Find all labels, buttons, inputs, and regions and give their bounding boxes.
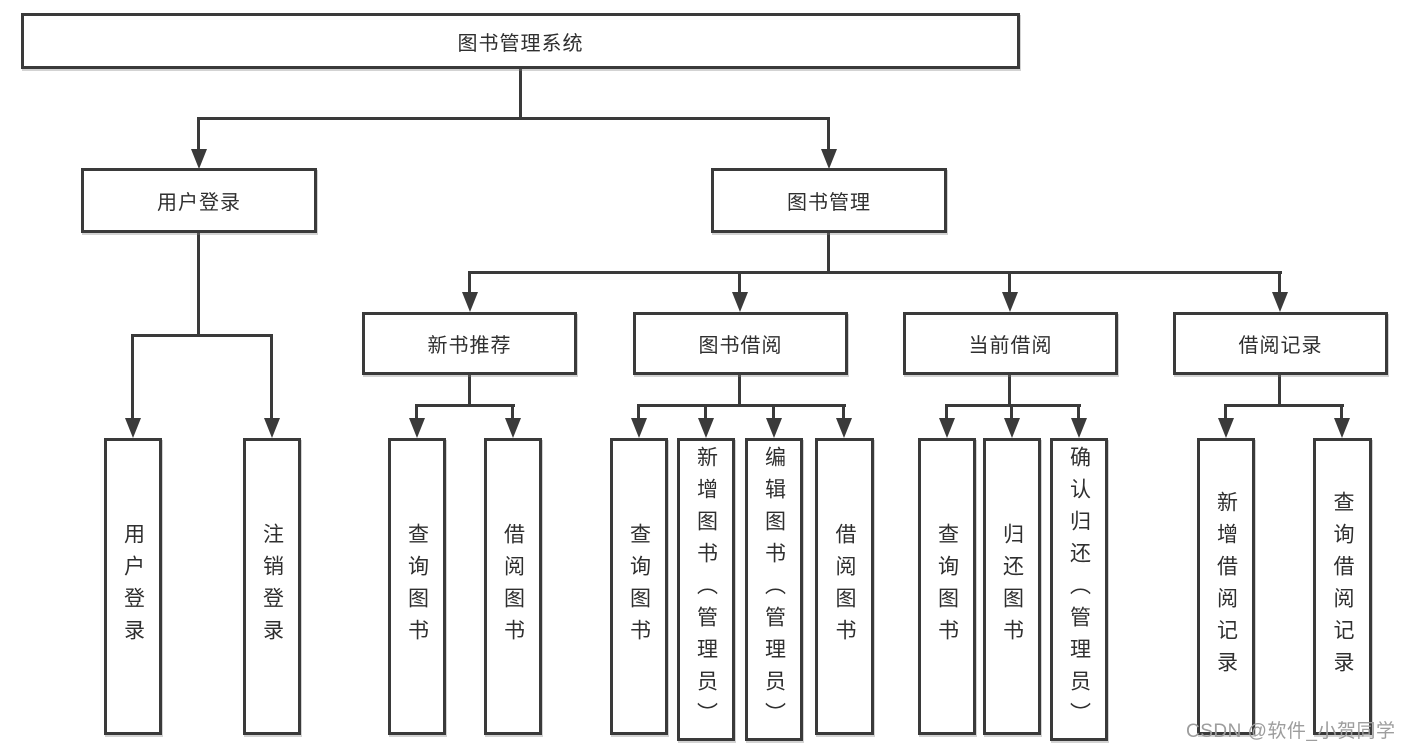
arrowhead-borrow-records [1272,292,1288,312]
arrowhead-book-mgmt [821,149,837,169]
connector-drop-g2-query [637,404,640,422]
leaf-borrow-book-recommend-label: 借阅图书 [501,522,525,651]
leaf-user-login-label: 用户登录 [121,522,145,651]
leaf-add-borrow-record-label: 新增借阅记录 [1214,490,1238,683]
node-new-book-recommend-label: 新书推荐 [427,335,512,357]
leaf-logout-login: 注销登录 [243,438,301,735]
connector-level1-rail [197,117,830,120]
leaf-add-book-admin-label: 新增图书（管理员） [694,445,718,734]
leaf-query-book-recommend: 查询图书 [388,438,446,735]
node-new-book-recommend: 新书推荐 [362,312,577,375]
leaf-borrow-book-borrowing-label: 借阅图书 [833,522,856,651]
arrowhead-g3-confirm [1071,418,1087,438]
connector-drop-g1-query [415,404,418,422]
connector-drop-g4-query [1340,404,1343,422]
watermark-text: CSDN @软件_小贺同学 [1186,721,1396,742]
leaf-logout-login-label: 注销登录 [260,522,284,651]
node-current-borrowing: 当前借阅 [903,312,1118,375]
leaf-query-borrow-record: 查询借阅记录 [1313,438,1372,735]
arrowhead-g2-add [698,418,714,438]
arrowhead-g3-return [1004,418,1020,438]
node-book-borrowing: 图书借阅 [633,312,848,375]
connector-drop-g3-return [1010,404,1013,422]
connector-g2-rail [637,404,846,407]
arrowhead-leaf-logout [264,418,280,438]
leaf-query-book-current: 查询图书 [918,438,976,735]
leaf-confirm-return-admin: 确认归还（管理员） [1050,438,1108,741]
arrowhead-leaf-login [125,418,141,438]
node-user-login-label: 用户登录 [157,192,241,214]
connector-user-login-rail [131,334,273,337]
connector-drop-new-book [468,271,471,297]
node-user-login: 用户登录 [81,168,317,233]
leaf-edit-book-admin: 编辑图书（管理员） [745,438,803,741]
arrowhead-book-borrow [732,292,748,312]
connector-drop-g3-confirm [1077,404,1080,422]
connector-g1-rail [415,404,515,407]
connector-drop-leaf-logout [270,334,273,422]
connector-level3-rail [468,271,1282,274]
connector-g1-stem [468,375,471,406]
connector-drop-g2-edit [772,404,775,422]
leaf-confirm-return-admin-label: 确认归还（管理员） [1067,445,1091,734]
connector-drop-g2-add [704,404,707,422]
connector-drop-g2-borrow [842,404,845,422]
connector-drop-leaf-login [131,334,134,422]
connector-drop-borrow-records [1278,271,1281,297]
connector-user-login-stem [197,233,200,336]
leaf-edit-book-admin-label: 编辑图书（管理员） [762,445,786,734]
node-book-management-label: 图书管理 [787,192,871,214]
arrowhead-user-login [191,149,207,169]
connector-g3-stem [1008,375,1011,406]
connector-drop-user-login [197,117,200,153]
arrowhead-g2-query [631,418,647,438]
node-root-library-system: 图书管理系统 [21,13,1020,69]
arrowhead-g4-query [1334,418,1350,438]
leaf-query-book-current-label: 查询图书 [935,522,959,651]
node-root-label: 图书管理系统 [457,32,584,55]
leaf-query-book-recommend-label: 查询图书 [405,522,429,651]
connector-drop-current-borrow [1008,271,1011,297]
leaf-borrow-book-borrowing: 借阅图书 [815,438,874,735]
leaf-query-borrow-record-label: 查询借阅记录 [1331,490,1354,683]
node-book-borrowing-label: 图书借阅 [698,335,783,357]
watermark: CSDN @软件_小贺同学 [1186,716,1395,743]
arrowhead-new-book [462,292,478,312]
arrowhead-g1-borrow [505,418,521,438]
arrowhead-g1-query [409,418,425,438]
node-borrow-records: 借阅记录 [1173,312,1388,375]
node-borrow-records-label: 借阅记录 [1238,335,1323,357]
leaf-return-book-label: 归还图书 [1000,522,1024,651]
arrowhead-current-borrow [1002,292,1018,312]
leaf-query-book-borrowing-label: 查询图书 [627,522,651,651]
leaf-borrow-book-recommend: 借阅图书 [484,438,542,735]
connector-drop-g1-borrow [511,404,514,422]
connector-root-stem [519,69,522,119]
leaf-query-book-borrowing: 查询图书 [610,438,668,735]
connector-drop-book-mgmt [827,117,830,153]
connector-drop-g4-add [1224,404,1227,422]
connector-book-mgmt-stem [827,233,830,274]
leaf-add-book-admin: 新增图书（管理员） [677,438,735,741]
leaf-add-borrow-record: 新增借阅记录 [1197,438,1255,735]
node-book-management: 图书管理 [711,168,947,233]
connector-drop-g3-query [945,404,948,422]
connector-g4-rail [1224,404,1344,407]
arrowhead-g4-add [1218,418,1234,438]
arrowhead-g3-query [939,418,955,438]
connector-drop-book-borrow [738,271,741,297]
node-current-borrowing-label: 当前借阅 [968,335,1053,357]
arrowhead-g2-borrow [836,418,852,438]
leaf-user-login: 用户登录 [104,438,162,735]
connector-g3-rail [945,404,1081,407]
connector-g4-stem [1278,375,1281,406]
leaf-return-book: 归还图书 [983,438,1041,735]
connector-g2-stem [738,375,741,406]
arrowhead-g2-edit [766,418,782,438]
